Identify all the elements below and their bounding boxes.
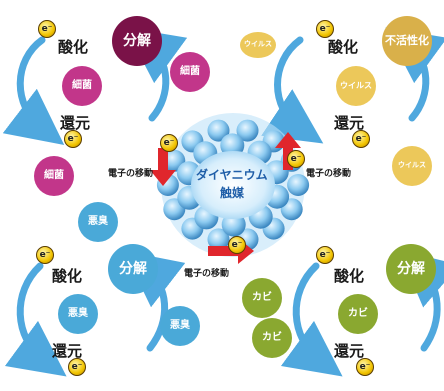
odor-floating-left: 悪臭 [78,202,118,242]
red-arrow-icon [275,132,301,170]
virus-floating-top: ウイルス [240,32,276,58]
bacteria-floating-left: 細菌 [34,156,74,196]
oxidation-label-4: 酸化 [334,267,365,285]
red-arrow-icon [150,148,176,186]
electron-icon: e⁻ [316,246,334,264]
catalyst-subtitle: 触媒 [220,186,245,200]
oxidation-label-2: 酸化 [328,38,359,56]
electron-move-label-bottom: 電子の移動 [184,269,230,279]
virus-inner: ウイルス [336,66,376,106]
catalyst-cluster [156,113,310,257]
odor-inner: 悪臭 [58,294,98,334]
reduction-label-4: 還元 [334,342,365,360]
decompose-badge-3: 分解 [108,244,158,294]
electron-icon: e⁻ [68,358,86,376]
oxidation-label-3: 酸化 [52,267,83,285]
cycle-arrow-icon [261,36,324,144]
mold-floating-center: カビ [242,278,282,318]
bacteria-inner: 細菌 [62,66,102,106]
decompose-badge-1: 分解 [112,16,162,66]
reduction-label-1: 還元 [60,114,91,132]
mold-inner: カビ [338,294,378,334]
electron-icon: e⁻ [38,20,56,38]
catalyst-sphere [287,174,310,196]
cycle-arrow-icon [4,262,67,377]
reduction-label-3: 還元 [52,342,83,360]
mold-floating-bottom: カビ [252,318,292,358]
electron-icon: e⁻ [36,246,54,264]
electron-icon: e⁻ [287,150,305,168]
bacteria-floating-right: 細菌 [170,52,210,92]
electron-icon: e⁻ [316,20,334,38]
electron-icon: e⁻ [160,134,178,152]
catalyst-sphere [207,228,230,251]
reduction-label-2: 還元 [334,114,365,132]
cycle-arrow-icon [280,262,343,377]
electron-icon: e⁻ [64,130,82,148]
catalyst-sphere [236,119,259,142]
electron-icon: e⁻ [228,236,246,254]
inactivate-badge: 不活性化 [382,16,432,66]
catalyst-sphere [207,119,230,142]
cycle-arrow-icon [2,36,65,146]
electron-move-label-left: 電子の移動 [108,169,154,179]
catalyst-title: ダイヤニウム [196,168,268,182]
odor-floating-bottom: 悪臭 [160,306,200,346]
decompose-badge-4: 分解 [386,244,436,294]
virus-floating-right: ウイルス [392,146,432,186]
electron-move-label-right: 電子の移動 [306,169,352,179]
cycle-arrows [2,27,444,377]
electron-icon: e⁻ [352,130,370,148]
oxidation-label-1: 酸化 [58,38,89,56]
electron-icon: e⁻ [356,358,374,376]
